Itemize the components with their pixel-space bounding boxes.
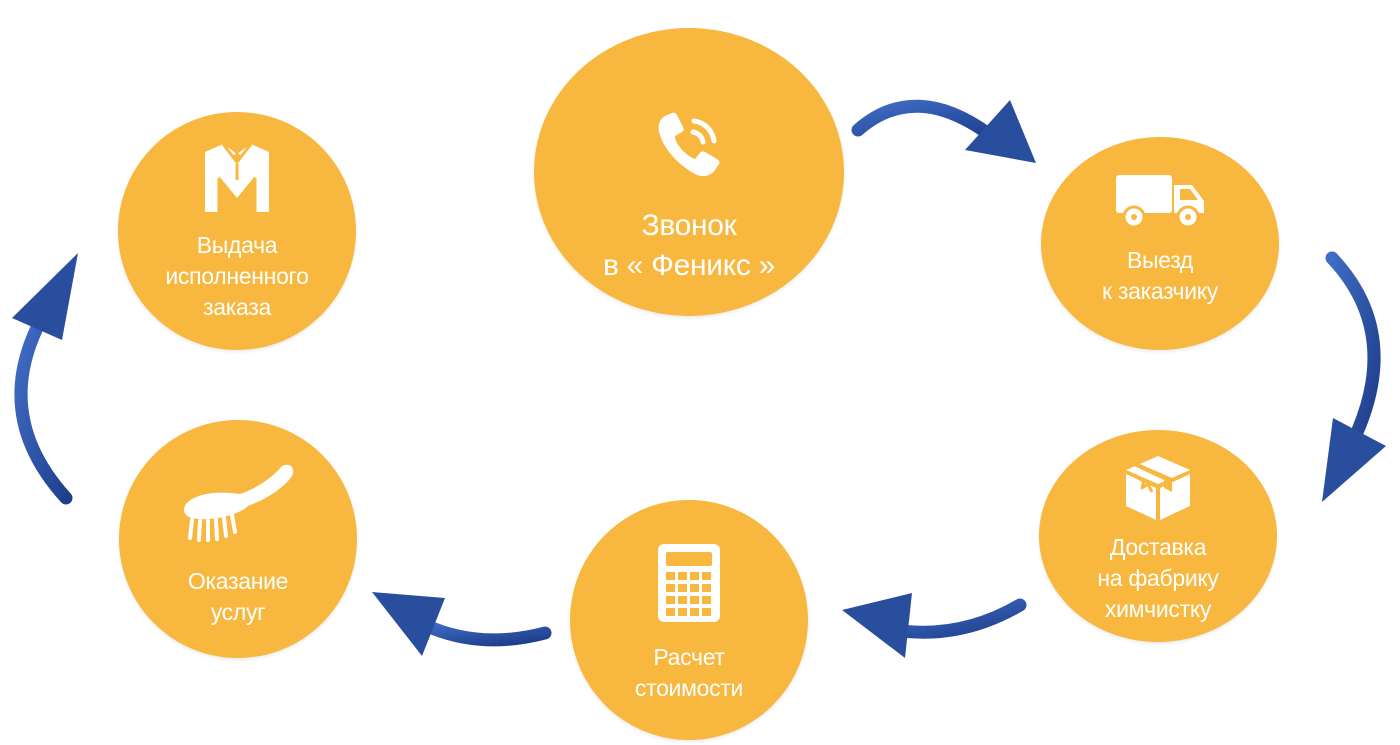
step-label-line: в « Феникс »	[603, 249, 775, 282]
step-service: Оказание услуг	[119, 420, 357, 658]
step-label-line: Расчет	[653, 644, 725, 670]
step-label-line: на фабрику	[1097, 565, 1219, 591]
step-label-line: исполненного	[165, 263, 309, 289]
step-call-label: Звонок в « Феникс »	[534, 206, 844, 286]
arrow-delivery-to-estimate	[842, 593, 1027, 658]
step-label-line: к заказчику	[1101, 278, 1219, 304]
step-estimate-label: Расчет стоимости	[570, 642, 808, 704]
step-estimate: Расчет стоимости	[570, 500, 808, 740]
step-service-label: Оказание услуг	[119, 566, 357, 628]
step-label-line: Выдача	[196, 232, 278, 258]
step-label-line: химчистку	[1104, 596, 1212, 622]
step-label-line: Доставка	[1109, 534, 1207, 560]
shirt-icon	[199, 140, 275, 221]
arrow-pickup-to-delivery	[1322, 251, 1386, 502]
step-delivery-label: Доставка на фабрику химчистку	[1039, 532, 1277, 625]
step-pickup-label: Выезд к заказчику	[1041, 245, 1279, 307]
calculator-icon	[654, 542, 724, 629]
step-label-line: Оказание	[187, 568, 289, 594]
step-label-line: Звонок	[641, 209, 737, 242]
step-label-line: Выезд	[1126, 247, 1194, 273]
brush-icon	[178, 460, 298, 555]
arrow-call-to-pickup	[851, 99, 1036, 163]
step-pickup: Выезд к заказчику	[1041, 137, 1279, 350]
arrow-service-to-return	[12, 253, 78, 505]
step-delivery: Доставка на фабрику химчистку	[1039, 430, 1277, 642]
phone-icon	[653, 110, 725, 187]
truck-icon	[1112, 167, 1208, 236]
step-label-line: услуг	[210, 599, 266, 625]
step-call: Звонок в « Феникс »	[534, 28, 844, 316]
step-return-label: Выдача исполненного заказа	[118, 230, 356, 323]
step-label-line: стоимости	[634, 675, 744, 701]
step-return: Выдача исполненного заказа	[118, 112, 356, 350]
box-icon	[1118, 448, 1198, 529]
arrow-estimate-to-service	[372, 592, 552, 656]
step-label-line: заказа	[203, 294, 271, 320]
